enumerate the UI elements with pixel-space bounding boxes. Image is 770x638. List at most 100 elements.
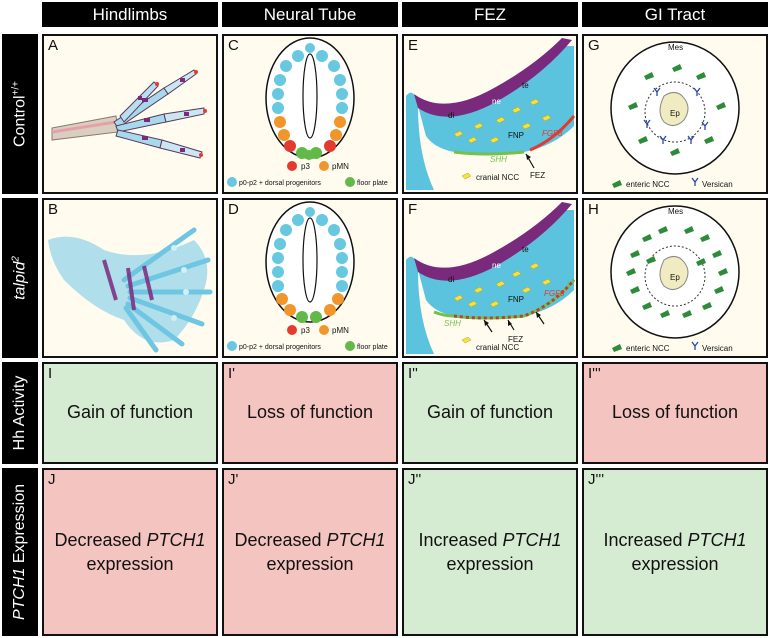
panel-letter-j1: J' (228, 471, 239, 488)
column-header-hindlimbs: Hindlimbs (42, 2, 218, 27)
ptch1-expression-word: expression (446, 554, 534, 574)
label-fnp: FNP (508, 295, 524, 304)
label-ep: Ep (670, 273, 680, 282)
neural-tube-talpid-illustration: p3 pMN p0-p2 + dorsal progenitors floor … (227, 201, 388, 351)
panel-f-fez-talpid: F te ne di FNP SHH FGF8 FEZ cranial NCC (402, 198, 578, 358)
row-header-control: Control+/+ (2, 34, 38, 194)
panel-j2-ptch1-fez: J'' Increased PTCH1 expression (402, 468, 578, 636)
ptch1-gene: PTCH1 (326, 530, 386, 550)
panel-j3-ptch1-gi-tract: J''' Increased PTCH1 expression (582, 468, 768, 636)
panel-b-hindlimb-talpid: B (42, 198, 218, 358)
panel-letter-i1: I' (228, 365, 236, 382)
panel-j-ptch1-hindlimbs: J Decreased PTCH1 expression (42, 468, 218, 636)
label-fgf8: FGF8 (542, 129, 563, 138)
panel-i3-hh-gi-tract: I''' Loss of function (582, 362, 768, 464)
panel-i-hh-hindlimbs: I Gain of function (42, 362, 218, 464)
ptch1-gene: PTCH1 (687, 530, 747, 550)
legend-versican: Versican (702, 344, 733, 353)
panel-letter-g: G (588, 37, 600, 54)
panel-j1-ptch1-neural-tube: J' Decreased PTCH1 expression (222, 468, 398, 636)
legend-pmn: pMN (332, 326, 349, 335)
legend-p3: p3 (301, 326, 310, 335)
hh-activity-fez: Gain of function (426, 402, 554, 422)
legend-enteric-ncc: enteric NCC (626, 180, 670, 189)
ptch1-expression-fez: Increased PTCH1 expression (404, 528, 576, 576)
panel-i2-hh-fez: I'' Gain of function (402, 362, 578, 464)
panel-letter-d: D (228, 201, 239, 218)
label-ne: ne (492, 97, 501, 106)
ptch1-change: Increased (418, 530, 503, 550)
neural-tube-control-illustration: p3 pMN p0-p2 + dorsal progenitors floor … (227, 37, 388, 187)
ptch1-change: Decreased (234, 530, 327, 550)
hh-activity-neural-tube: Loss of function (246, 402, 374, 422)
panel-g-gi-control: G Mes Ep enteric NCC Versican (582, 34, 768, 194)
label-fez: FEZ (530, 171, 545, 180)
column-header-gi-tract: GI Tract (582, 2, 768, 27)
legend-cranial-ncc: cranial NCC (476, 173, 519, 182)
row-label-control-genotype: +/+ (10, 80, 22, 96)
label-mes: Mes (668, 207, 683, 216)
label-te: te (522, 81, 529, 90)
panel-letter-i2: I'' (408, 365, 418, 382)
label-ne: ne (492, 261, 501, 270)
panel-letter-i: I (48, 365, 53, 382)
fez-control-illustration: te ne di FNP SHH FGF8 FEZ cranial NCC (406, 38, 576, 190)
ptch1-expression-gi-tract: Increased PTCH1 expression (584, 528, 766, 576)
hindlimb-control-illustration (51, 69, 207, 159)
row-label-talpid: talpid (11, 261, 29, 300)
legend-floor-plate: floor plate (357, 180, 388, 187)
ptch1-expression-word: expression (631, 554, 719, 574)
label-fez: FEZ (508, 335, 523, 344)
legend-floor-plate: floor plate (357, 344, 388, 351)
label-ep: Ep (670, 109, 680, 118)
label-mes: Mes (668, 43, 683, 52)
ptch1-expression-word: expression (266, 554, 354, 574)
panel-letter-h: H (588, 201, 599, 218)
ptch1-expression-hindlimbs: Decreased PTCH1 expression (44, 528, 216, 576)
panel-letter-i3: I''' (588, 365, 601, 382)
panel-h-gi-talpid: H Mes Ep enteric NCC Versican (582, 198, 768, 358)
legend-pmn: pMN (332, 162, 349, 171)
hh-activity-hindlimbs: Gain of function (66, 402, 194, 422)
panel-letter-b: B (48, 201, 59, 218)
row-label-control: Control (11, 95, 29, 148)
gi-talpid-illustration: Mes Ep enteric NCC Versican (610, 205, 740, 353)
hindlimb-talpid-illustration (48, 227, 213, 353)
row-label-expression: Expression (11, 483, 28, 568)
row-header-hh-activity: Hh Activity (2, 362, 38, 464)
ptch1-gene: PTCH1 (502, 530, 562, 550)
ptch1-expression-neural-tube: Decreased PTCH1 expression (224, 528, 396, 576)
panel-letter-c: C (228, 37, 239, 54)
gi-control-illustration: Mes Ep enteric NCC Versican (610, 41, 740, 189)
panel-letter-f: F (408, 201, 418, 218)
ptch1-expression-word: expression (86, 554, 174, 574)
panel-e-fez-control: E te ne di FNP SHH FGF8 FEZ cranial NCC (402, 34, 578, 194)
legend-cranial-ncc: cranial NCC (476, 343, 519, 352)
hh-activity-gi-tract: Loss of function (611, 402, 739, 422)
row-label-hh-activity: Hh Activity (11, 375, 28, 451)
column-header-fez: FEZ (402, 2, 578, 27)
ptch1-gene: PTCH1 (146, 530, 206, 550)
legend-dorsal-progenitors: p0-p2 + dorsal progenitors (239, 344, 321, 351)
label-di: di (448, 275, 454, 284)
legend-versican: Versican (702, 180, 733, 189)
panel-letter-j2: J'' (408, 471, 422, 488)
ptch1-change: Decreased (54, 530, 147, 550)
label-shh: SHH (490, 155, 507, 164)
fez-talpid-illustration: te ne di FNP SHH FGF8 FEZ cranial NCC (406, 202, 576, 354)
column-header-neural-tube: Neural Tube (222, 2, 398, 27)
legend-dorsal-progenitors: p0-p2 + dorsal progenitors (239, 180, 321, 187)
row-header-ptch1-expression: PTCH1 Expression (2, 468, 38, 636)
panel-c-neural-tube-control: C p3 pMN p0-p2 + dorsal progenitors floo… (222, 34, 398, 194)
label-shh: SHH (444, 319, 461, 328)
panel-a-hindlimb-control: A (42, 34, 218, 194)
legend-enteric-ncc: enteric NCC (626, 344, 670, 353)
label-fnp: FNP (508, 131, 524, 140)
row-header-talpid: talpid2 (2, 198, 38, 358)
panel-d-neural-tube-talpid: D p3 pMN p0-p2 + dorsal progenitors floo… (222, 198, 398, 358)
row-label-talpid-superscript: 2 (10, 256, 22, 262)
ptch1-change: Increased (603, 530, 688, 550)
panel-i1-hh-neural-tube: I' Loss of function (222, 362, 398, 464)
label-te: te (522, 245, 529, 254)
panel-letter-a: A (48, 37, 59, 54)
